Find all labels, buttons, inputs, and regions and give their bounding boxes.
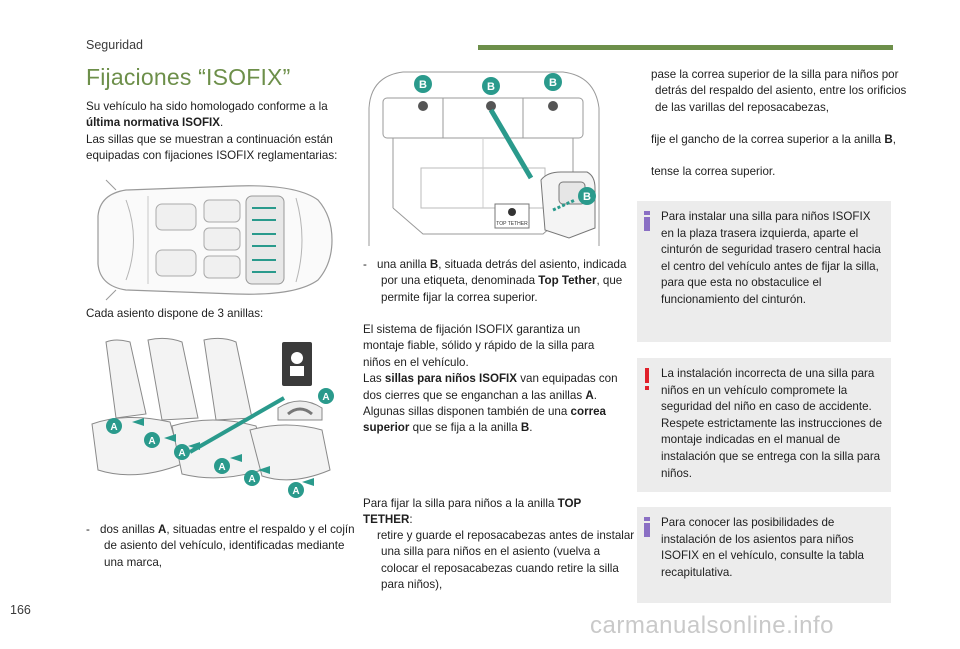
info-icon — [644, 211, 650, 231]
header-rule — [478, 45, 893, 50]
section-header: Seguridad — [86, 38, 143, 52]
note-box-warning: La instalación incorrecta de una silla p… — [637, 358, 891, 492]
ring-a-label-3: A — [178, 448, 185, 459]
bullet-ring-b: -una anilla B, situada detrás del asient… — [363, 258, 627, 304]
ring-b-label-3: B — [549, 77, 557, 89]
note-text-1: Para instalar una silla para niños ISOFI… — [661, 210, 881, 306]
tether-step-3: fije el gancho de la correa superior a l… — [651, 133, 896, 146]
trunk-tether-figure: B B B B TOP TETHER — [368, 71, 600, 246]
seats-rings-figure: A A A A A A A — [86, 334, 340, 498]
info-icon — [644, 517, 650, 537]
ring-a-label-inset: A — [322, 392, 329, 403]
note-box-info-2: Para conocer las posibilidades de instal… — [637, 507, 891, 603]
tether-step-4: tense la correa superior. — [651, 165, 776, 178]
tether-step-1: retire y guarde el reposacabezas antes d… — [377, 529, 635, 592]
note-text-2: La instalación incorrecta de una silla p… — [661, 367, 883, 480]
note-text-3: Para conocer las posibilidades de instal… — [661, 516, 865, 579]
ring-a-label-4: A — [218, 462, 225, 473]
page-number: 166 — [10, 603, 31, 617]
warning-icon — [645, 368, 649, 390]
bullet-ring-a: -dos anillas A, situadas entre el respal… — [86, 523, 355, 569]
tether-intro: Para fijar la silla para niños a la anil… — [363, 497, 582, 527]
ring-b-label-2: B — [487, 81, 495, 93]
ring-a-label-5: A — [248, 474, 255, 485]
ring-b-label-inset: B — [583, 191, 591, 203]
note-box-info-1: Para instalar una silla para niños ISOFI… — [637, 201, 891, 342]
rings-caption: Cada asiento dispone de 3 anillas: — [86, 307, 264, 320]
ring-a-label-1: A — [110, 422, 117, 433]
top-tether-tag-text: TOP TETHER — [496, 221, 528, 227]
car-topview-figure — [97, 179, 333, 301]
watermark: carmanualsonline.info — [590, 612, 834, 639]
ring-b-label-1: B — [419, 79, 427, 91]
isofix-system-text: El sistema de fijación ISOFIX garantiza … — [363, 323, 618, 435]
page-title: Fijaciones “ISOFIX” — [86, 64, 291, 90]
intro-text: Su vehículo ha sido homologado conforme … — [86, 100, 338, 163]
ring-a-label-2: A — [148, 436, 155, 447]
ring-a-label-6: A — [292, 486, 299, 497]
tether-step-2: pase la correa superior de la silla para… — [651, 68, 907, 114]
